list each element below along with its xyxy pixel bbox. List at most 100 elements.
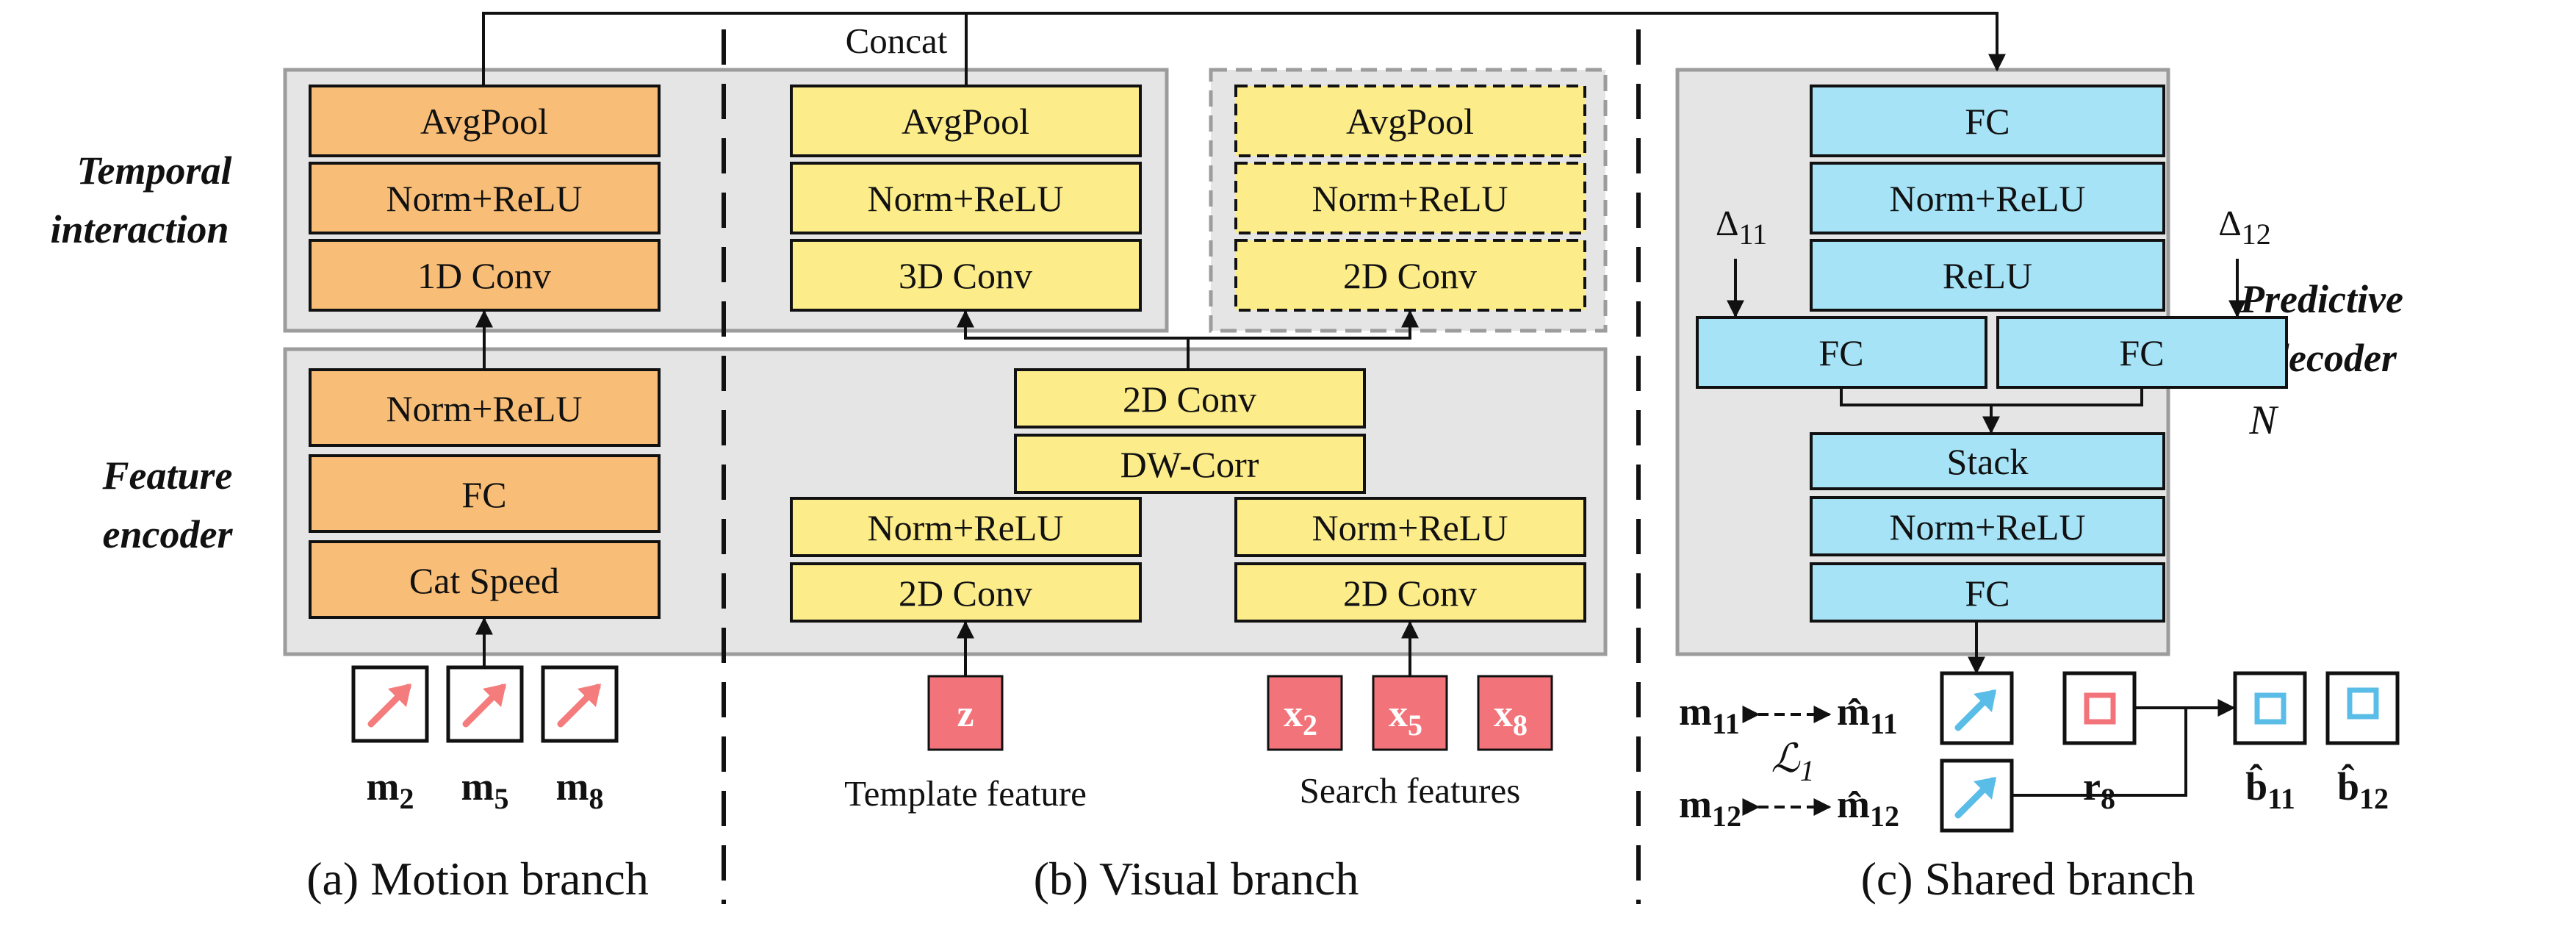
predictive-label: Predictive <box>2239 277 2403 321</box>
shared-stack-block <box>1810 432 2165 490</box>
template-temporal-stack: AvgPool Norm+ReLU 3D Conv <box>790 85 1142 312</box>
motion-encoder-stack: Norm+ReLU FC Cat Speed <box>309 368 661 619</box>
search-temporal-stack: AvgPool Norm+ReLU 2D Conv <box>1234 85 1586 312</box>
pred-box-b12 <box>2325 671 2400 745</box>
red-box-icon <box>2084 692 2116 725</box>
search-features-label: Search features <box>1300 770 1521 811</box>
r8-label: r8 <box>2083 764 2115 815</box>
b11-label: b̂11 <box>2245 764 2295 815</box>
shared-relu-block <box>1810 239 2165 312</box>
template-encoder-stack: Norm+ReLU 2D Conv <box>790 497 1142 623</box>
m5-label: m5 <box>461 764 509 815</box>
feature-label: Feature <box>101 453 232 498</box>
shared-fc-top-block <box>1810 85 2165 157</box>
interaction-label: interaction <box>50 207 229 251</box>
fusion-2dconv-block <box>1014 368 1366 429</box>
m2-label: m2 <box>367 764 414 815</box>
search-enc-2dconv-label: 2D Conv <box>1343 573 1477 614</box>
shared-normrelu-top-block <box>1810 162 2165 234</box>
motion-1dconv-block <box>309 239 661 312</box>
motion-input-m5 <box>446 665 524 743</box>
pred-box-b11 <box>2233 671 2307 745</box>
motion-fc-block <box>309 454 661 533</box>
motion-catspeed-label: Cat Speed <box>409 560 559 601</box>
pred-motion-m11 <box>1940 671 2014 745</box>
mhat11-label: m̂11 <box>1837 689 1898 740</box>
template-enc-normrelu-label: Norm+ReLU <box>867 507 1063 548</box>
dwcorr-block <box>1014 434 1366 494</box>
delta12-label: Δ12 <box>2218 203 2271 251</box>
encoder-label: encoder <box>103 512 234 556</box>
shared-fc-bottom-block <box>1810 562 2165 623</box>
motion-enc-normrelu-block <box>309 368 661 447</box>
loss-l1-label: ℒ1 <box>1771 736 1815 787</box>
shared-fc-top-label: FC <box>1965 101 2010 142</box>
reference-box-r8 <box>2062 671 2137 745</box>
motion-input-m2 <box>351 665 429 743</box>
shared-normrelu-bottom-block <box>1810 496 2165 556</box>
concat-label: Concat <box>846 21 948 61</box>
arrow-icon <box>483 684 506 707</box>
motion-avgpool-block <box>309 85 661 157</box>
shared-stack-label: Stack <box>1946 441 2028 482</box>
arrow-icon <box>1974 777 1996 800</box>
search-input-x8: x8 <box>1477 675 1553 751</box>
fusion-fork-line <box>965 337 1410 370</box>
m8-label: m8 <box>556 764 604 815</box>
template-feature-label: Template feature <box>844 773 1087 814</box>
shared-bottom-stack: Stack Norm+ReLU FC <box>1810 432 2165 623</box>
template-input-z: z <box>927 675 1004 751</box>
search-avgpool-block <box>1234 85 1586 157</box>
search-normrelu-block <box>1234 162 1586 234</box>
motion-catspeed-block <box>309 540 661 619</box>
shared-normrelu-bottom-label: Norm+ReLU <box>1889 506 2085 548</box>
repeat-n-label: N <box>2248 398 2278 443</box>
search-enc-normrelu-label: Norm+ReLU <box>1312 507 1508 548</box>
template-3dconv-label: 3D Conv <box>899 255 1032 296</box>
motion-temporal-stack: AvgPool Norm+ReLU 1D Conv <box>309 85 661 312</box>
blue-box-icon <box>2347 687 2379 720</box>
template-normrelu-label: Norm+ReLU <box>867 178 1063 219</box>
visual-caption: (b) Visual branch <box>1034 853 1359 905</box>
search-normrelu-label: Norm+ReLU <box>1312 178 1508 219</box>
template-avgpool-label: AvgPool <box>902 101 1029 142</box>
motion-1dconv-label: 1D Conv <box>417 255 551 296</box>
fusion-2dconv-label: 2D Conv <box>1123 379 1256 420</box>
blue-box-icon <box>2254 692 2287 725</box>
svg-text:z: z <box>957 693 974 735</box>
temporal-label: Temporal <box>76 148 231 193</box>
motion-caption: (a) Motion branch <box>306 853 649 905</box>
shared-fc-right-label: FC <box>2119 332 2164 373</box>
motion-input-m8 <box>541 665 619 743</box>
svg-text:x5: x5 <box>1389 693 1422 742</box>
template-enc-2dconv-label: 2D Conv <box>899 573 1032 614</box>
search-encoder-stack: Norm+ReLU 2D Conv <box>1234 497 1586 623</box>
b12-label: b̂12 <box>2337 764 2389 815</box>
motion-avgpool-label: AvgPool <box>420 101 548 142</box>
svg-text:x2: x2 <box>1284 693 1317 742</box>
motion-normrelu-label: Norm+ReLU <box>386 178 582 219</box>
concat-line <box>482 12 2006 86</box>
search-2dconv-label: 2D Conv <box>1343 255 1477 296</box>
delta11-label: Δ11 <box>1716 203 1767 251</box>
search-input-x2: x2 <box>1267 675 1343 751</box>
motion-enc-normrelu-label: Norm+ReLU <box>386 388 582 429</box>
decoder-label: decoder <box>2269 336 2397 380</box>
motion-normrelu-block <box>309 162 661 234</box>
search-input-x5: x5 <box>1372 675 1448 751</box>
shared-top-stack: FC Norm+ReLU ReLU <box>1810 85 2165 312</box>
shared-fc-bottom-label: FC <box>1965 573 2010 614</box>
pred-motion-m12 <box>1940 759 2014 833</box>
search-enc-normrelu-block <box>1234 497 1586 557</box>
fusion-stack: 2D Conv DW-Corr <box>1014 368 1366 494</box>
shared-normrelu-top-label: Norm+ReLU <box>1889 178 2085 219</box>
template-avgpool-block <box>790 85 1142 157</box>
motion-fc-label: FC <box>461 474 506 515</box>
template-normrelu-block <box>790 162 1142 234</box>
m12-label: m12 <box>1679 782 1741 833</box>
template-3dconv-block <box>790 239 1142 312</box>
template-enc-normrelu-block <box>790 497 1142 557</box>
mhat12-label: m̂12 <box>1837 782 1899 833</box>
shared-relu-label: ReLU <box>1943 255 2032 296</box>
arrow-icon <box>388 684 411 707</box>
